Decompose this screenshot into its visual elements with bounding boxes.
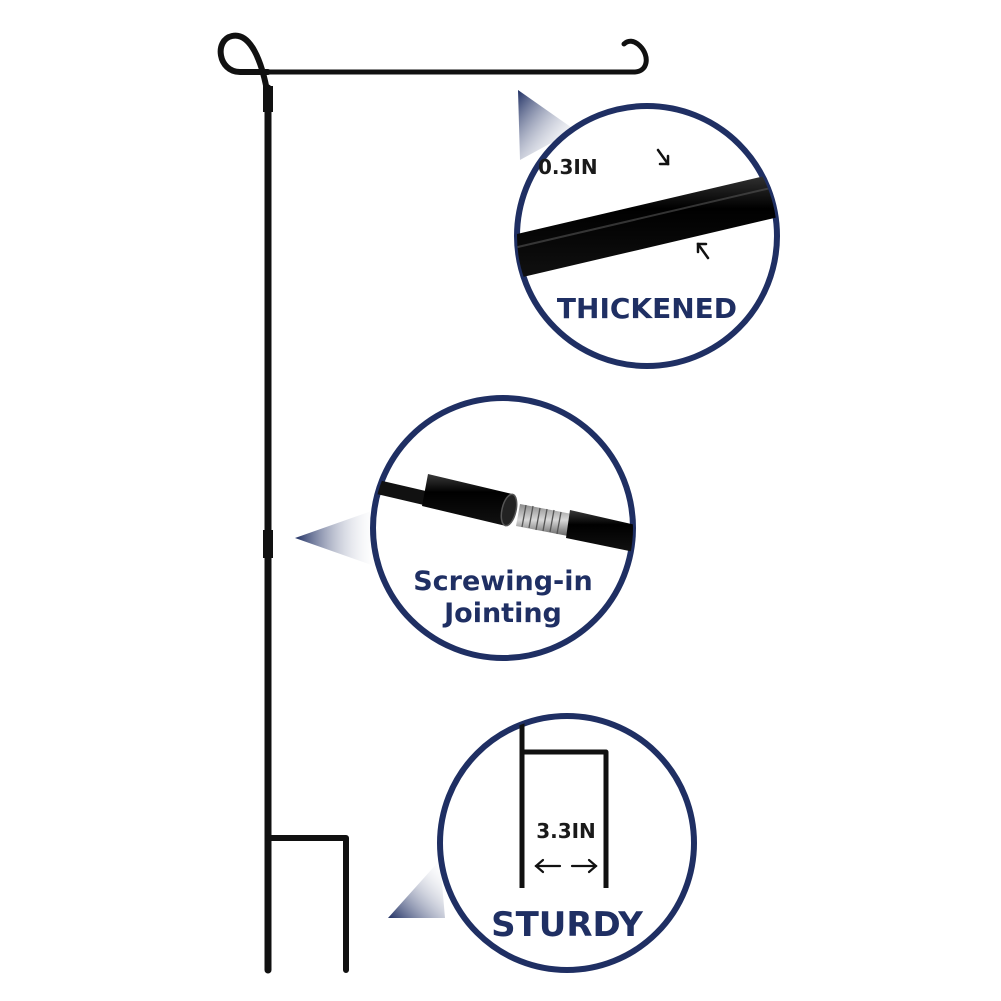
pointer-joint: [295, 508, 380, 568]
stake-caption: STURDY: [491, 905, 643, 945]
thickness-caption: THICKENED: [557, 292, 737, 325]
pole-collar-mid: [263, 530, 273, 558]
double-arrow-icon: [534, 858, 598, 874]
thickness-dimension: 0.3IN: [538, 155, 598, 179]
flag-stand: [217, 32, 649, 974]
pointer-stake: [388, 860, 445, 918]
stake-dimension: 3.3IN: [536, 819, 596, 843]
pointer-thickness: [518, 90, 575, 160]
top-curl: [217, 32, 271, 99]
horizontal-arm: [259, 38, 649, 75]
arrow-up-icon: [696, 242, 710, 260]
joint-caption-line2: Jointing: [442, 598, 562, 629]
joint-caption-line1: Screwing-in: [413, 566, 593, 597]
u-stake: [265, 835, 349, 973]
arrow-down-icon: [656, 148, 670, 166]
callout-joint: Screwing-in Jointing: [370, 395, 636, 661]
callout-thickness: 0.3IN THICKENED: [514, 103, 780, 369]
pole-collar-top: [263, 86, 273, 112]
callout-stake: 3.3IN STURDY: [437, 713, 697, 973]
